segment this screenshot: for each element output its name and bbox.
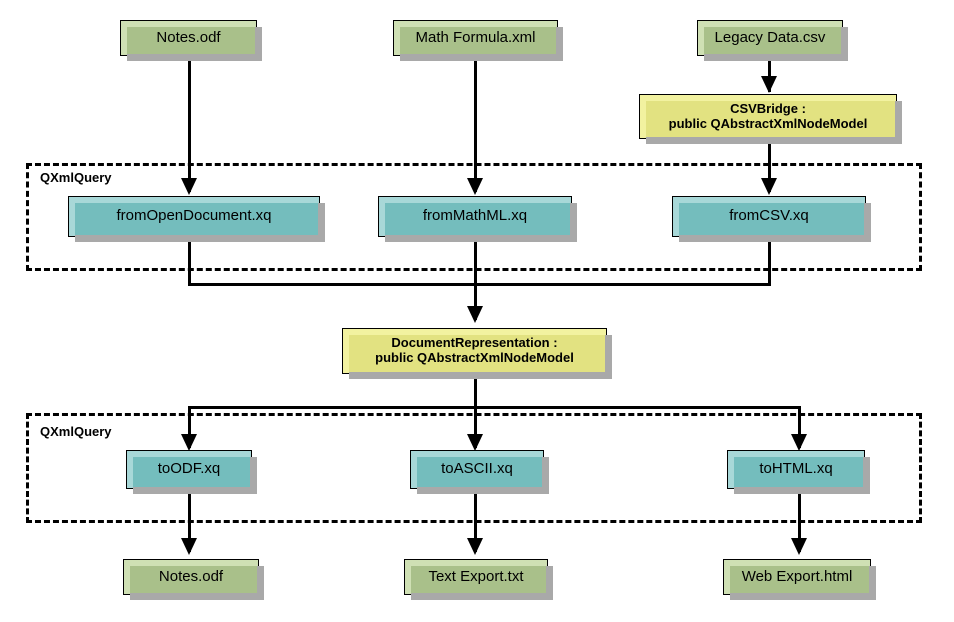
connector-legacydata-to-csvbridge: [768, 55, 771, 92]
node-query-from-mathml[interactable]: fromMathML.xq: [378, 196, 577, 242]
connector-split-to-tohtml: [798, 406, 801, 448]
connector-split-to-toascii: [474, 406, 477, 448]
arrowhead-notes-to-fromopendocument: [181, 178, 197, 195]
arrowhead-split-to-tohtml: [791, 434, 807, 451]
node-output-web-export-html[interactable]: Web Export.html: [723, 559, 876, 600]
merge-bar-input-queries: [188, 283, 771, 286]
node-label: Notes.odf: [156, 28, 221, 46]
connector-csvbridge-to-fromcsv: [768, 139, 771, 192]
node-label: Text Export.txt: [428, 567, 524, 585]
node-label: DocumentRepresentation : public QAbstrac…: [375, 335, 574, 365]
node-label: CSVBridge : public QAbstractXmlNodeModel: [668, 100, 868, 131]
node-input-legacy-data-csv[interactable]: Legacy Data.csv: [697, 20, 848, 61]
arrowhead-tohtml-to-webexport: [791, 538, 807, 555]
node-fill: [133, 457, 250, 487]
node-label: toHTML.xq: [759, 460, 833, 478]
group-label-input-queries: QXmlQuery: [38, 170, 114, 185]
node-fill: [411, 566, 546, 593]
node-fill: [349, 335, 605, 372]
node-query-from-csv[interactable]: fromCSV.xq: [672, 196, 871, 242]
connector-notes-to-fromopendocument: [188, 55, 191, 192]
node-label: toODF.xq: [157, 460, 221, 478]
split-bar-output-queries: [188, 406, 801, 409]
group-label-output-queries: QXmlQuery: [38, 424, 114, 439]
node-document-representation[interactable]: DocumentRepresentation : public QAbstrac…: [342, 328, 612, 379]
node-query-from-open-document[interactable]: fromOpenDocument.xq: [68, 196, 325, 242]
node-fill: [704, 27, 841, 54]
arrowhead-toodf-to-notes: [181, 538, 197, 555]
connector-merge-to-representation: [474, 283, 477, 320]
node-fill: [679, 203, 864, 235]
node-label: Web Export.html: [741, 567, 853, 585]
node-input-math-formula-xml[interactable]: Math Formula.xml: [393, 20, 563, 61]
node-label: fromMathML.xq: [422, 207, 528, 225]
node-fill: [400, 27, 556, 54]
connector-fromopendocument-down: [188, 237, 191, 285]
node-fill: [734, 457, 863, 487]
node-query-to-html[interactable]: toHTML.xq: [727, 450, 870, 494]
connector-tohtml-to-webexport: [798, 489, 801, 552]
node-fill: [417, 457, 542, 487]
node-output-text-export-txt[interactable]: Text Export.txt: [404, 559, 553, 600]
arrowhead-merge-to-representation: [467, 306, 483, 323]
connector-frommathml-down: [474, 237, 477, 285]
node-output-notes-odf[interactable]: Notes.odf: [123, 559, 264, 600]
node-fill: [730, 566, 869, 593]
node-query-to-odf[interactable]: toODF.xq: [126, 450, 257, 494]
connector-mathformula-to-frommathml: [474, 55, 477, 192]
node-fill: [385, 203, 570, 235]
connector-representation-down: [474, 374, 477, 409]
arrowhead-mathformula-to-frommathml: [467, 178, 483, 195]
arrowhead-legacydata-to-csvbridge: [761, 76, 777, 93]
arrowhead-split-to-toascii: [467, 434, 483, 451]
connector-fromcsv-down: [768, 237, 771, 285]
node-label: fromOpenDocument.xq: [116, 207, 272, 225]
node-query-to-ascii[interactable]: toASCII.xq: [410, 450, 549, 494]
node-fill: [130, 566, 257, 593]
node-fill: [127, 27, 255, 54]
arrowhead-csvbridge-to-fromcsv: [761, 178, 777, 195]
node-csv-bridge[interactable]: CSVBridge : public QAbstractXmlNodeModel: [639, 94, 902, 144]
node-fill: [75, 203, 318, 235]
connector-split-to-toodf: [188, 406, 191, 448]
node-label: Legacy Data.csv: [714, 28, 826, 46]
node-fill: [646, 101, 895, 137]
connector-toascii-to-textexport: [474, 489, 477, 552]
arrowhead-toascii-to-textexport: [467, 538, 483, 555]
node-input-notes-odf[interactable]: Notes.odf: [120, 20, 262, 61]
arrowhead-split-to-toodf: [181, 434, 197, 451]
node-label: Math Formula.xml: [415, 28, 536, 46]
node-label: Notes.odf: [158, 567, 224, 585]
node-label: toASCII.xq: [441, 460, 513, 478]
node-label: fromCSV.xq: [729, 207, 809, 225]
connector-toodf-to-notes: [188, 489, 191, 552]
